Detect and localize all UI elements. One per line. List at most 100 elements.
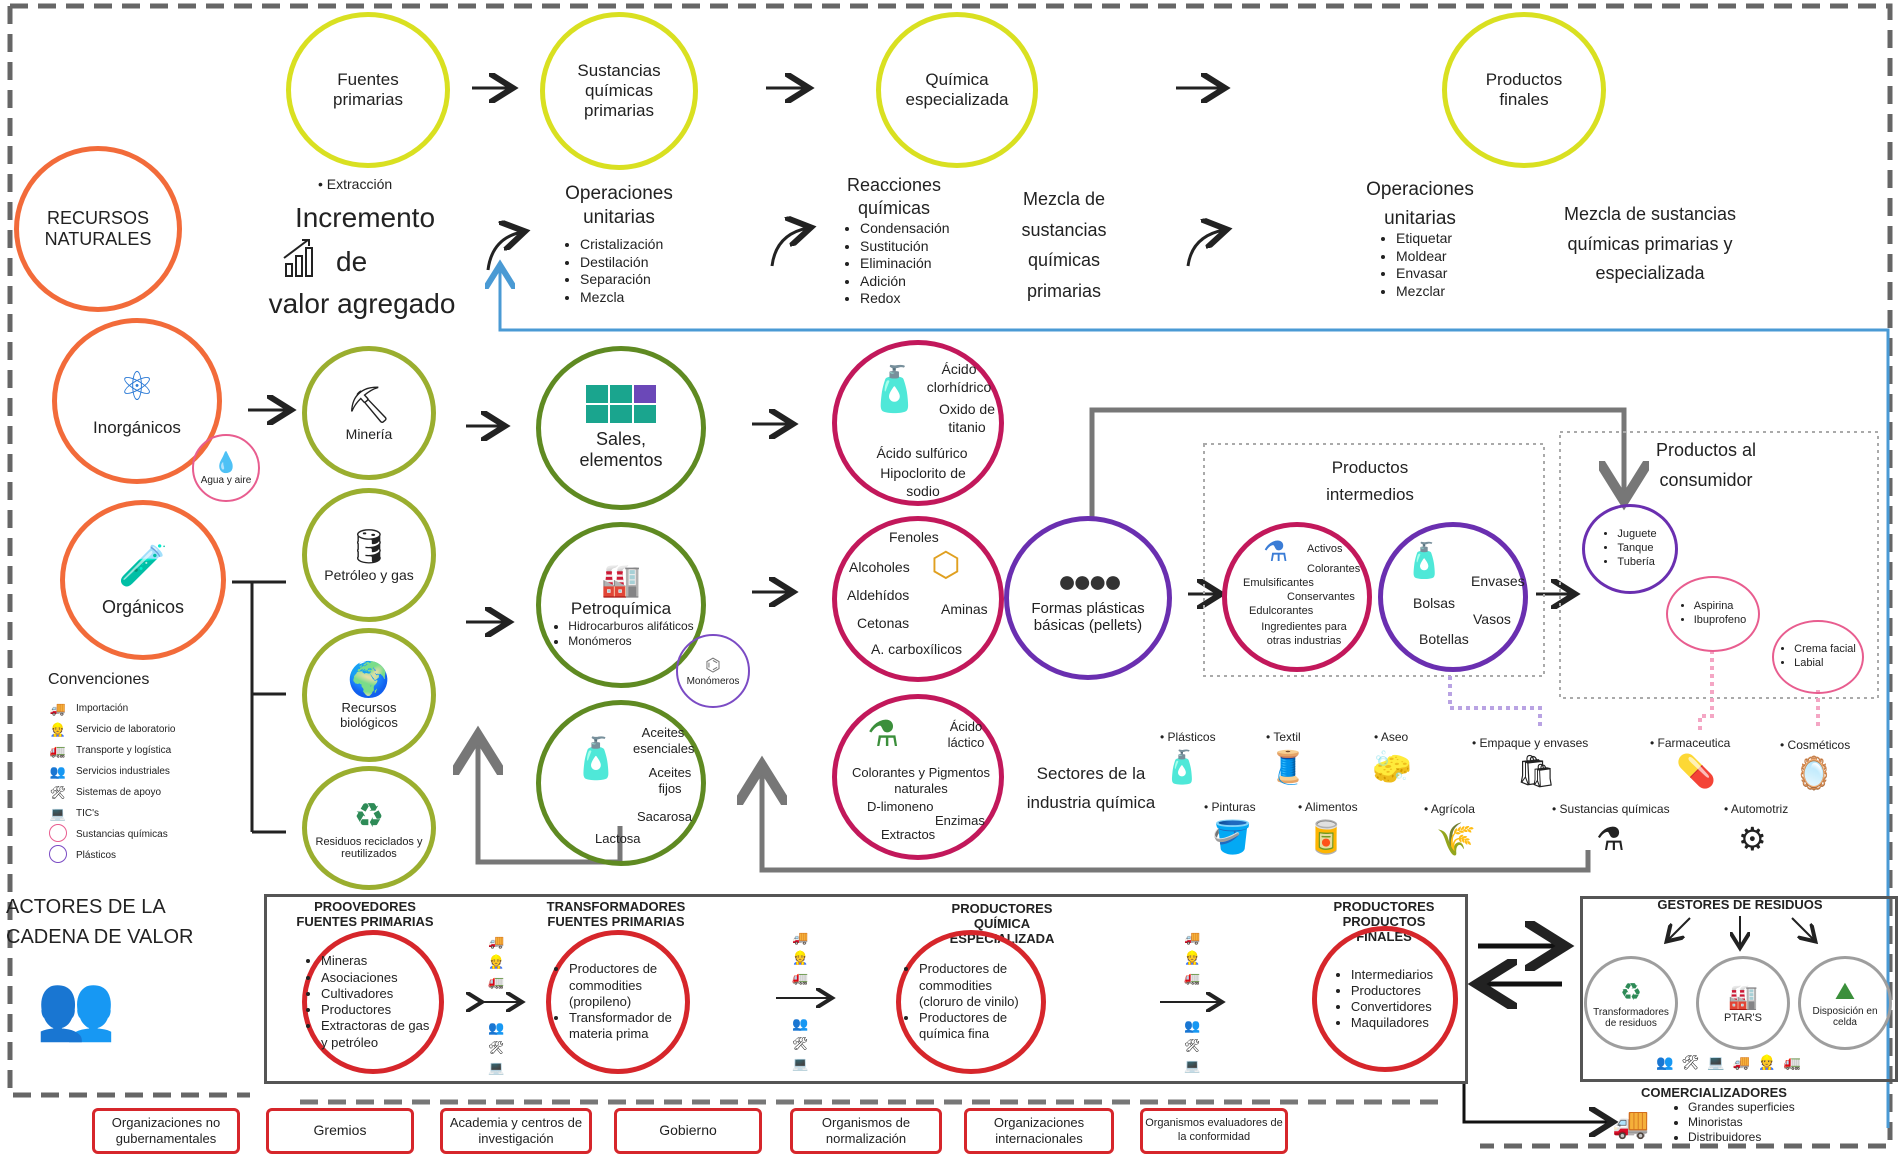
agua-circle: 💧 Agua y aire <box>192 434 260 502</box>
paint-bucket-icon: 🪣 <box>1212 819 1252 855</box>
sales-circle: Sales, elementos <box>536 346 706 510</box>
trans-head: TRANSFORMADORES FUENTES PRIMARIAS <box>546 899 686 929</box>
operaciones2-title: Operaciones unitarias <box>1366 179 1474 229</box>
water-drop-icon: 💧 <box>213 452 239 474</box>
finales-label: Productos finales <box>1485 70 1563 109</box>
gestor-arrow-3 <box>1791 917 1814 940</box>
service-icons-col-2: 🚚 👷 🚛 <box>792 928 808 988</box>
package-icon: 🛍 <box>1516 753 1557 789</box>
lab-worker-icon: 👷 <box>1184 950 1201 965</box>
org-evaluadores: Organismos evaluadores de la conformidad <box>1140 1108 1288 1154</box>
sector-sustancias: • Sustancias químicas <box>1552 802 1670 816</box>
aspirina-list: Aspirina Ibuprofeno <box>1680 600 1747 628</box>
monomer-icon: ⌬ <box>705 655 721 675</box>
conv-row-sustancias: Sustancias químicas <box>46 824 176 845</box>
petroquimica-title: Petroquímica <box>570 599 672 618</box>
comercial-list: Grandes superficies Minoristas Distribui… <box>1674 1100 1795 1145</box>
delivery-truck-icon: 🚛 <box>1184 970 1201 985</box>
inorganicos-circle: ⚛ Inorgánicos <box>52 318 222 484</box>
lactico-label-4: Enzimas <box>935 813 985 828</box>
intermedios-dotted-box <box>1203 443 1545 677</box>
acidos-label-3: Ácido sulfúrico <box>876 445 968 461</box>
sector-pinturas: • Pinturas <box>1204 800 1256 814</box>
pickaxe-icon: ⛏ <box>346 384 392 425</box>
lab-worker-icon: 👷 <box>1758 1054 1784 1070</box>
thread-spool-icon: 🧵 <box>1268 749 1308 785</box>
service-icons-col-2b: 👥🛠💻 <box>792 1014 809 1074</box>
valor-line3: valor agregado <box>268 288 456 319</box>
acidos-label-1: Ácido clorhídrico <box>926 361 992 395</box>
pellets-circle: ●●●● Formas plásticas básicas (pellets) <box>1004 516 1172 680</box>
residuos-circle: ♻ Residuos reciclados y reutilizados <box>302 766 436 890</box>
acidos-label-4: Hipoclorito de sodio <box>880 465 966 499</box>
org-normalizacion: Organismos de normalización <box>790 1108 942 1154</box>
service-icons-col-1: 🚚👷🚛 <box>488 932 504 992</box>
operaciones1-title: Operaciones unitarias <box>565 183 673 228</box>
biologicos-label: Recursos biológicos <box>340 700 398 730</box>
operaciones2-list: Etiquetar Moldear Envasar Mezclar <box>1382 230 1452 300</box>
disposicion-circle: ⛰ Disposición en celda <box>1798 956 1892 1050</box>
tools-icon: 🛠 <box>1681 1054 1708 1070</box>
medicine-icon: 💊 <box>1676 753 1716 789</box>
value-chain-box <box>264 894 1468 1084</box>
sector-agricola: • Agrícola <box>1424 802 1475 816</box>
petroquimica-list: Hidrocarburos alifáticos Monómeros <box>548 619 693 649</box>
gears-icon: ⚙ <box>1738 821 1767 857</box>
pellets-label: Formas plásticas básicas (pellets) <box>1031 599 1145 634</box>
intermedios-circle: ⚗ Activos Colorantes Emulsificantes Cons… <box>1222 522 1372 672</box>
sector-textil: • Textil <box>1266 730 1301 744</box>
valor-line1: Incremento <box>294 202 436 233</box>
grey-top-line <box>1089 407 1624 518</box>
residuos-label: Residuos reciclados y reutilizados <box>315 836 423 860</box>
inorganicos-label: Inorgánicos <box>93 418 181 437</box>
pink-circle-icon <box>49 824 67 842</box>
truck-icon: 🚚 <box>792 930 809 945</box>
juguete-circle: Juguete Tanque Tubería <box>1582 504 1678 594</box>
intermedios-label-6: Ingredientes para otras industrias <box>1261 621 1347 647</box>
lab-worker-icon: 👷 <box>792 950 809 965</box>
acidos-circle: 🧴 Ácido clorhídrico Oxido de titanio Áci… <box>832 340 1004 506</box>
mirror-icon: 🪞 <box>1794 755 1834 791</box>
gestor-arrow-1 <box>1668 917 1691 940</box>
lab-worker-icon: 👷 <box>49 721 67 737</box>
envases-label-2: Bolsas <box>1413 595 1456 611</box>
tools-icon: 🛠 <box>1184 1038 1201 1053</box>
crema-circle: Crema facial Labial <box>1772 620 1864 694</box>
finales-circle: Productos finales <box>1442 12 1606 168</box>
petroleo-label: Petróleo y gas <box>324 567 414 583</box>
monomeros-label: Monómeros <box>686 676 740 687</box>
computer-icon: 💻 <box>792 1056 809 1071</box>
tools-icon: 🛠 <box>792 1036 809 1051</box>
people-group-icon: 👥 <box>36 971 116 1043</box>
service-icons-col-1b: 👥🛠💻 <box>488 1018 505 1078</box>
conv-row-laboratorio: 👷Servicio de laboratorio <box>46 719 176 740</box>
aspirina-circle: Aspirina Ibuprofeno <box>1666 576 1760 652</box>
organicos-label: Orgánicos <box>101 597 185 617</box>
petroquimica-circle: 🏭 Petroquímica Hidrocarburos alifáticos … <box>536 522 706 688</box>
purple-circle-icon <box>49 845 67 863</box>
fenoles-label-4: Aminas <box>941 601 988 617</box>
envases-label-4: Botellas <box>1419 631 1469 647</box>
cleaning-icon: 🧽 <box>1372 749 1412 785</box>
prod-list: Productores de commodities (cloruro de v… <box>905 961 1037 1042</box>
org-gobierno: Gobierno <box>614 1108 762 1154</box>
sectores-title: Sectores de la industria química <box>1026 764 1156 812</box>
oil-dropper-icon: 🧴 <box>571 737 621 781</box>
hexagon-molecule-icon: ⬡ <box>931 546 961 584</box>
consumidor-dotted-box <box>1559 431 1879 699</box>
juguete-list: Juguete Tanque Tubería <box>1603 528 1656 569</box>
curve-arrow-3 <box>1186 230 1224 267</box>
computer-icon: 💻 <box>488 1060 505 1075</box>
delivery-truck-icon: 🚛 <box>792 970 809 985</box>
lactico-label-1: Ácido láctico <box>947 719 985 751</box>
intermedios-label-4: Conservantes <box>1287 591 1355 603</box>
org-ong: Organizaciones no gubernamentales <box>92 1108 240 1154</box>
gestores-service-icons: 👥🛠💻🚚👷🚛 <box>1656 1054 1809 1071</box>
prov-circle: Mineras Asociaciones Cultivadores Produc… <box>302 930 444 1074</box>
sector-plasticos: • Plásticos <box>1160 730 1216 744</box>
fenoles-label-1: Fenoles <box>889 529 939 545</box>
computer-icon: 💻 <box>1707 1054 1733 1070</box>
sustancias-label: Sustancias químicas primarias <box>577 61 661 120</box>
org-academia: Academia y centros de investigación <box>440 1108 592 1154</box>
